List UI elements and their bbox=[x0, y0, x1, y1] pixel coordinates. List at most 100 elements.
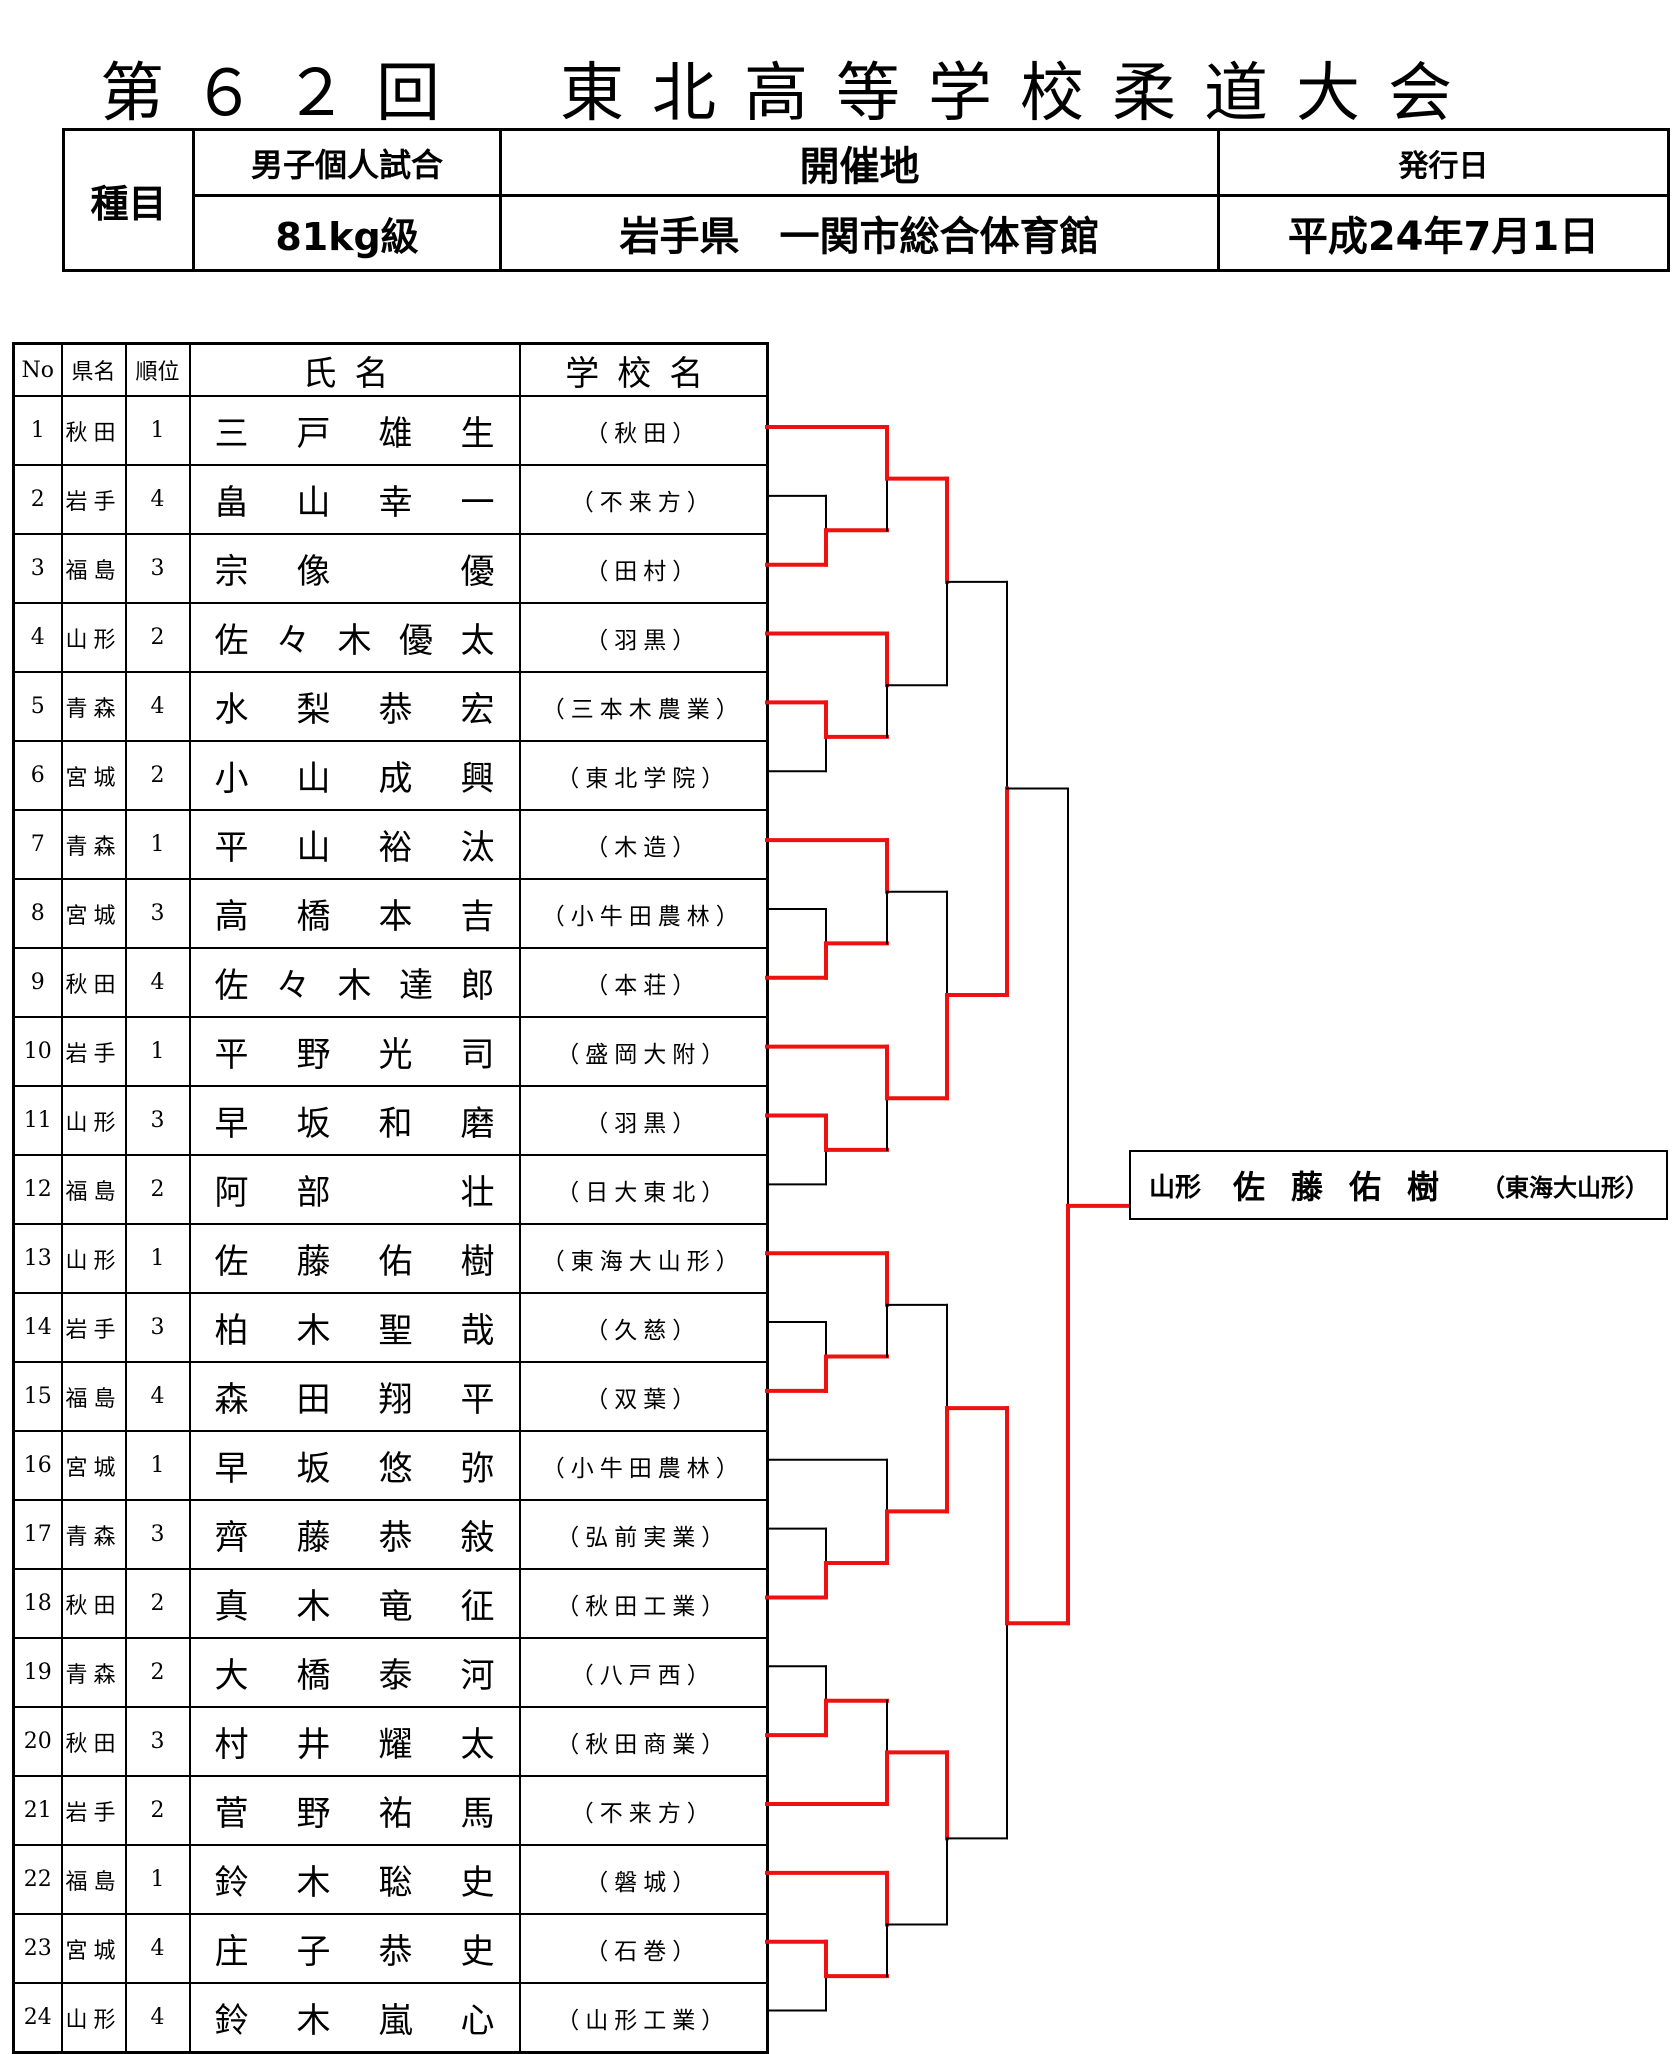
entry-prefecture: 青森 bbox=[60, 1637, 127, 1708]
weight-class: 81kg級 bbox=[275, 214, 419, 259]
entry-rank: 4 bbox=[124, 671, 191, 742]
entry-school: （不来方） bbox=[518, 464, 769, 535]
entry-rank: 1 bbox=[124, 1223, 191, 1294]
entry-school: （久慈） bbox=[518, 1292, 769, 1363]
entry-name: 鈴木聡史 bbox=[188, 1844, 521, 1915]
entry-prefecture: 青森 bbox=[60, 1499, 127, 1570]
champion-prefecture: 山形 bbox=[1149, 1172, 1202, 1203]
entry-name: 早坂和磨 bbox=[188, 1085, 521, 1156]
entry-rank: 3 bbox=[124, 533, 191, 604]
entry-school: （秋田商業） bbox=[518, 1706, 769, 1777]
entry-prefecture: 福島 bbox=[60, 1154, 127, 1225]
entry-school: （秋田工業） bbox=[518, 1568, 769, 1639]
entry-school: （小牛田農林） bbox=[518, 1430, 769, 1501]
entry-no: 2 bbox=[12, 464, 63, 535]
entry-no: 1 bbox=[12, 395, 63, 466]
col-rank: 順位 bbox=[124, 342, 191, 397]
entry-rank: 3 bbox=[124, 1292, 191, 1363]
entry-no: 15 bbox=[12, 1361, 63, 1432]
event-info-table: 種目 男子個人試合 81kg級 開催地 岩手県 一関市総合体育館 発行日 平成2… bbox=[62, 128, 1670, 272]
col-no: No bbox=[12, 342, 63, 397]
entry-no: 16 bbox=[12, 1430, 63, 1501]
issue-label: 発行日 bbox=[1398, 148, 1489, 184]
entry-school: （山形工業） bbox=[518, 1982, 769, 2054]
entry-prefecture: 宮城 bbox=[60, 1430, 127, 1501]
entry-school: （双葉） bbox=[518, 1361, 769, 1432]
entry-name: 森田翔平 bbox=[188, 1361, 521, 1432]
entry-rank: 2 bbox=[124, 740, 191, 811]
entry-name: 阿部 壮 bbox=[188, 1154, 521, 1225]
entry-no: 10 bbox=[12, 1016, 63, 1087]
entry-no: 14 bbox=[12, 1292, 63, 1363]
entry-name: 村井耀太 bbox=[188, 1706, 521, 1777]
entry-no: 13 bbox=[12, 1223, 63, 1294]
entry-prefecture: 福島 bbox=[60, 533, 127, 604]
entry-name: 平山裕汰 bbox=[188, 809, 521, 880]
entry-name: 真木竜征 bbox=[188, 1568, 521, 1639]
entry-rank: 4 bbox=[124, 464, 191, 535]
entry-name: 佐々木達郎 bbox=[188, 947, 521, 1018]
entry-rank: 2 bbox=[124, 602, 191, 673]
entry-name: 菅野祐馬 bbox=[188, 1775, 521, 1846]
info-divider bbox=[192, 194, 1667, 197]
category-label: 種目 bbox=[90, 181, 167, 226]
entry-name: 三戸雄生 bbox=[188, 395, 521, 466]
entry-no: 12 bbox=[12, 1154, 63, 1225]
entry-no: 3 bbox=[12, 533, 63, 604]
entry-school: （東海大山形） bbox=[518, 1223, 769, 1294]
entry-prefecture: 福島 bbox=[60, 1361, 127, 1432]
entry-school: （羽黒） bbox=[518, 1085, 769, 1156]
entry-no: 18 bbox=[12, 1568, 63, 1639]
entry-school: （秋田） bbox=[518, 395, 769, 466]
col-name: 氏名 bbox=[188, 342, 521, 397]
venue: 岩手県 一関市総合体育館 bbox=[619, 214, 1100, 260]
entry-rank: 3 bbox=[124, 878, 191, 949]
entry-prefecture: 岩手 bbox=[60, 464, 127, 535]
event-type: 男子個人試合 bbox=[250, 145, 443, 184]
entry-no: 21 bbox=[12, 1775, 63, 1846]
entry-name: 平野光司 bbox=[188, 1016, 521, 1087]
champion-box: 山形 佐藤佑樹 （東海大山形） bbox=[1129, 1150, 1668, 1220]
page-title: 第６２回 東北高等学校柔道大会 bbox=[100, 57, 1480, 131]
entry-school: （不来方） bbox=[518, 1775, 769, 1846]
entry-no: 8 bbox=[12, 878, 63, 949]
entry-rank: 3 bbox=[124, 1499, 191, 1570]
entry-school: （盛岡大附） bbox=[518, 1016, 769, 1087]
entry-prefecture: 秋田 bbox=[60, 395, 127, 466]
entry-name: 水梨恭宏 bbox=[188, 671, 521, 742]
entry-rank: 2 bbox=[124, 1568, 191, 1639]
entry-name: 佐藤佑樹 bbox=[188, 1223, 521, 1294]
entry-rank: 4 bbox=[124, 947, 191, 1018]
entry-rank: 4 bbox=[124, 1361, 191, 1432]
entry-school: （八戸西） bbox=[518, 1637, 769, 1708]
entry-school: （三本木農業） bbox=[518, 671, 769, 742]
entry-name: 早坂悠弥 bbox=[188, 1430, 521, 1501]
entry-prefecture: 福島 bbox=[60, 1844, 127, 1915]
entry-no: 20 bbox=[12, 1706, 63, 1777]
entry-rank: 1 bbox=[124, 809, 191, 880]
entry-rank: 4 bbox=[124, 1913, 191, 1984]
entry-name: 畠山幸一 bbox=[188, 464, 521, 535]
entry-rank: 3 bbox=[124, 1085, 191, 1156]
entry-prefecture: 秋田 bbox=[60, 1568, 127, 1639]
entry-school: （東北学院） bbox=[518, 740, 769, 811]
entry-school: （日大東北） bbox=[518, 1154, 769, 1225]
entry-school: （小牛田農林） bbox=[518, 878, 769, 949]
col-school: 学校名 bbox=[518, 342, 769, 397]
entry-prefecture: 秋田 bbox=[60, 947, 127, 1018]
info-divider bbox=[499, 131, 502, 269]
